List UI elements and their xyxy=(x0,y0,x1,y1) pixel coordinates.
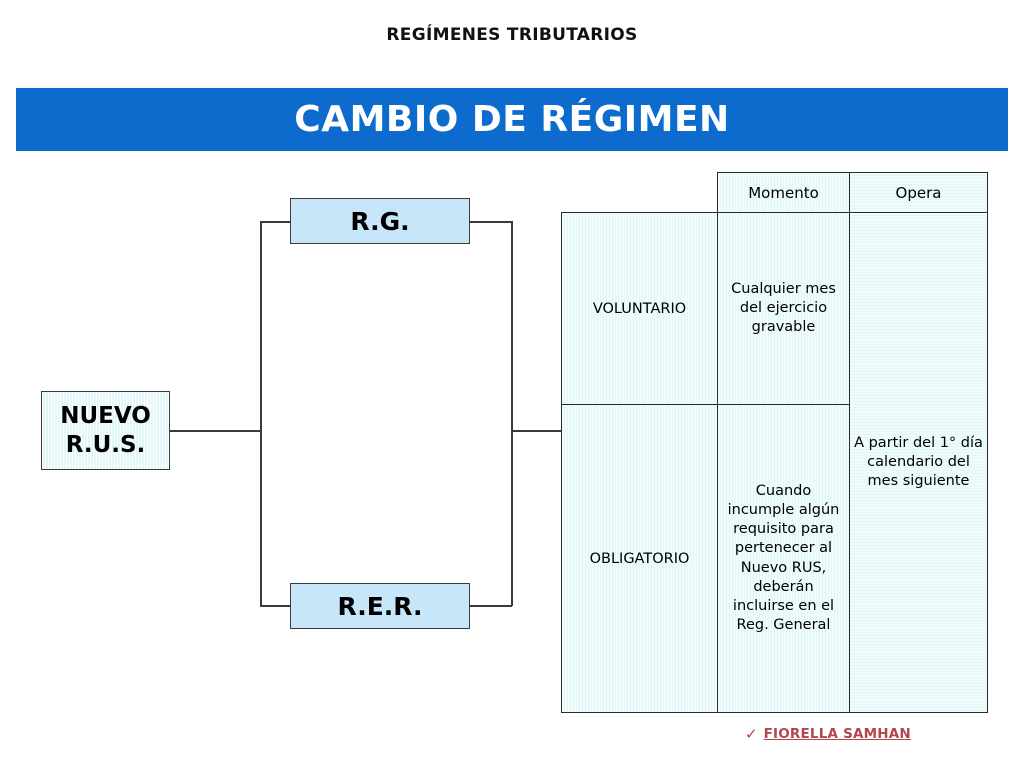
connector-left-to-rg xyxy=(260,221,291,223)
header-momento: Momento xyxy=(717,172,850,213)
credit-author-name: FIORELLA SAMHAN xyxy=(763,726,911,742)
connector-right-spine-lower xyxy=(511,430,513,606)
node-rg-label: R.G. xyxy=(350,206,410,236)
node-rer[interactable]: R.E.R. xyxy=(290,583,470,629)
table-row: OBLIGATORIO Cuando incumple algún requis… xyxy=(561,404,988,713)
header-opera: Opera xyxy=(849,172,988,213)
connector-left-spine xyxy=(260,221,262,431)
banner: CAMBIO DE RÉGIMEN xyxy=(16,88,1008,151)
node-nuevo-rus-line1: NUEVO xyxy=(60,402,151,429)
connector-right-spine xyxy=(511,221,513,431)
cell-opera: A partir del 1° día calendario del mes s… xyxy=(849,212,988,713)
header-blank xyxy=(561,172,718,213)
node-rer-label: R.E.R. xyxy=(337,591,423,621)
table-row: VOLUNTARIO Cualquier mes del ejercicio g… xyxy=(561,212,988,713)
connector-left-spine-lower xyxy=(260,430,262,606)
connector-left-to-rer xyxy=(260,605,291,607)
connector-rus-stub xyxy=(170,430,261,432)
credit: ✓ FIORELLA SAMHAN xyxy=(745,726,911,742)
node-rg[interactable]: R.G. xyxy=(290,198,470,244)
check-icon: ✓ xyxy=(745,724,758,743)
connector-rg-out xyxy=(470,221,512,223)
slide-header-title: REGÍMENES TRIBUTARIOS xyxy=(386,25,638,45)
regimen-table: Momento Opera VOLUNTARIO Cualquier mes d… xyxy=(561,172,988,713)
connector-right-to-table xyxy=(511,430,563,432)
cell-tipo-obligatorio: OBLIGATORIO xyxy=(561,404,718,713)
cell-momento-obligatorio: Cuando incumple algún requisito para per… xyxy=(717,404,850,713)
cell-momento-voluntario: Cualquier mes del ejercicio gravable xyxy=(717,212,850,405)
node-nuevo-rus-line2: R.U.S. xyxy=(65,431,146,458)
table-header-row: Momento Opera xyxy=(561,172,988,213)
banner-title: CAMBIO DE RÉGIMEN xyxy=(294,99,730,140)
connector-rer-out xyxy=(470,605,512,607)
cell-tipo-voluntario: VOLUNTARIO xyxy=(561,212,718,405)
node-nuevo-rus[interactable]: NUEVO R.U.S. xyxy=(41,391,170,470)
